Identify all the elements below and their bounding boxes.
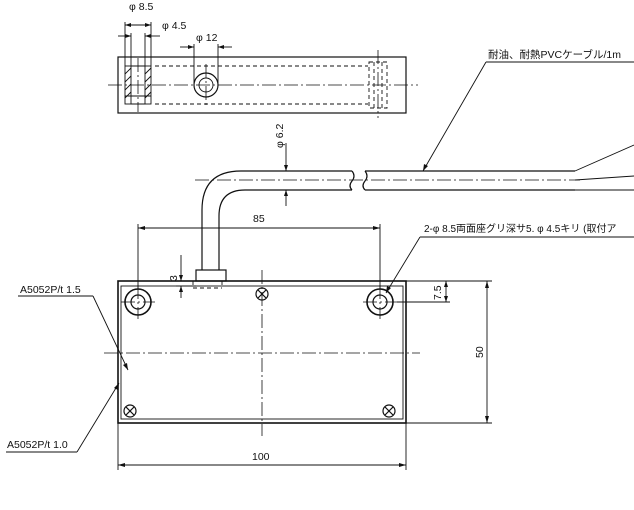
cable-note-leader: 耐油、耐熱PVCケーブル/1m — [422, 48, 634, 172]
height-dimension: 50 — [406, 280, 492, 424]
hole-note-leader: 2-φ 8.5両面座グリ深サ5. φ 4.5キリ (取付ア — [385, 222, 634, 294]
cable-gland — [192, 269, 227, 289]
depth-label: 3 — [168, 275, 180, 281]
front-view: 85 3 7.5 50 — [6, 213, 634, 470]
top-hole-dia-dimension: φ 12 — [180, 32, 232, 85]
width-label: 100 — [252, 451, 270, 463]
left-hole-section — [124, 58, 152, 112]
right-hidden-hole — [368, 50, 388, 118]
plate-top-label: A5052P/t 1.5 — [20, 284, 81, 296]
hole-dia-dimension: φ 4.5 — [118, 20, 186, 66]
cable-note: 耐油、耐熱PVCケーブル/1m — [488, 48, 621, 61]
height-label: 50 — [474, 346, 486, 358]
top-hole-dia-label: φ 12 — [196, 32, 218, 44]
plate-top-leader: A5052P/t 1.5 — [18, 284, 129, 371]
hole-dia-label: φ 4.5 — [162, 20, 186, 32]
cable-dia-label: φ 6.2 — [274, 124, 286, 148]
side-view: φ 8.5 φ 4.5 φ 12 — [108, 1, 418, 118]
cable-dia-dimension: φ 6.2 — [274, 124, 288, 206]
screw-bottom-left — [123, 404, 137, 418]
bore-dia-dimension: φ 8.5 — [124, 1, 153, 66]
plate-bottom-leader: A5052P/t 1.0 — [6, 382, 120, 453]
plate-bottom-label: A5052P/t 1.0 — [7, 439, 68, 451]
width-dimension: 100 — [117, 423, 407, 470]
mount-hole-right — [363, 285, 397, 319]
screw-top-center — [255, 287, 269, 301]
hole-pitch-dimension: 85 — [137, 213, 381, 289]
hole-offset-dimension: 7.5 — [397, 280, 450, 303]
hole-note: 2-φ 8.5両面座グリ深サ5. φ 4.5キリ (取付ア — [424, 222, 616, 235]
hole-offset-label: 7.5 — [432, 285, 444, 300]
screw-bottom-right — [382, 404, 396, 418]
cable: φ 6.2 耐油、耐熱PVCケーブル/1m — [195, 48, 634, 270]
hole-pitch-label: 85 — [253, 213, 265, 225]
bore-dia-label: φ 8.5 — [129, 1, 153, 13]
depth-dimension: 3 — [168, 255, 196, 298]
mount-hole-left — [121, 285, 155, 319]
